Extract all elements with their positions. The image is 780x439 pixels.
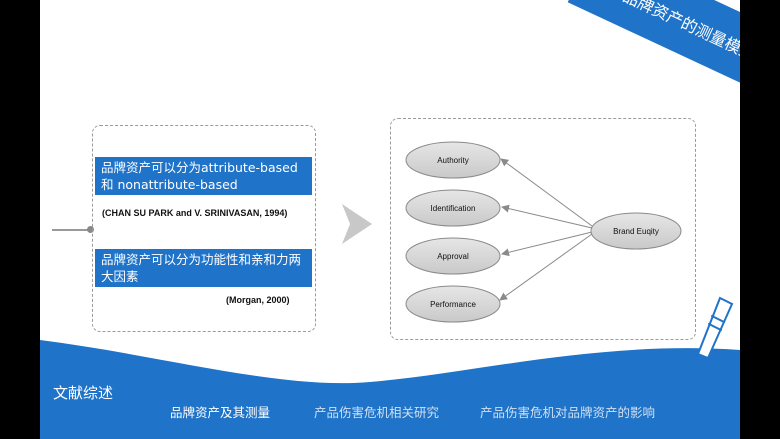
nav-product-harm[interactable]: 产品伤害危机相关研究 [314,405,440,420]
connector-dot [87,226,94,233]
literature-box [92,125,316,332]
statement-1-text: 品牌资产可以分为attribute-based和 nonattribute-ba… [101,160,298,192]
node-authority [405,141,501,179]
connector-line [52,229,92,231]
label-authority: Authority [437,156,469,165]
brand-equity-diagram: Authority Identification Approval Perfor… [405,141,682,323]
statement-2-text: 品牌资产可以分为功能性和亲和力两大因素 [101,252,302,284]
footer-wave [40,340,740,439]
chevron-right-icon [342,204,372,244]
label-approval: Approval [437,252,469,261]
nav-crisis-impact[interactable]: 产品伤害危机对品牌资产的影响 [480,405,656,420]
node-performance [405,285,501,323]
citation-2: (Morgan, 2000) [226,295,290,305]
slide: 品牌资产的测量模型 品牌资产可以分为attribute-based和 nonat… [40,0,740,439]
label-identification: Identification [431,204,476,213]
citation-1: (CHAN SU PARK and V. SRINIVASAN, 1994) [102,208,288,218]
section-title: 文献综述 [53,384,114,402]
node-approval [405,237,501,275]
label-brand-equity: Brand Euqity [613,227,659,236]
model-box [390,118,696,340]
node-brand-equity [590,212,682,250]
node-identification [405,189,501,227]
nav-brand-equity[interactable]: 品牌资产及其测量 [170,405,271,420]
statement-bar-2: 品牌资产可以分为功能性和亲和力两大因素 [95,249,312,287]
label-performance: Performance [430,300,476,309]
pen-icon [693,296,734,375]
statement-bar-1: 品牌资产可以分为attribute-based和 nonattribute-ba… [95,157,312,195]
